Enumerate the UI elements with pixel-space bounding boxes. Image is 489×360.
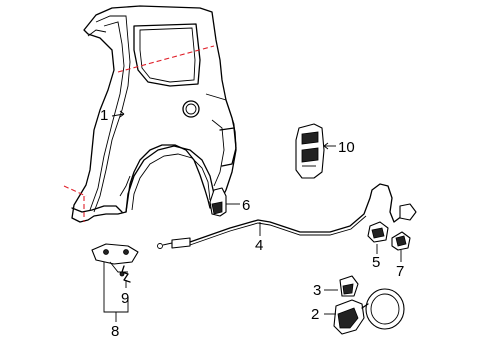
hinge-bolt-1: [103, 249, 109, 255]
window-inner-edge: [139, 27, 196, 83]
cable-tip: [399, 203, 417, 221]
rear-lamp-recess: [211, 119, 225, 187]
arch-front-lip: [119, 175, 131, 197]
cable-run: [189, 183, 403, 243]
wheel-arch-inner: [131, 153, 211, 211]
wheel-arch-edge: [125, 145, 215, 213]
cut-line-upper: [117, 45, 215, 73]
cable-handle: [171, 237, 191, 249]
clamp-part-7: [391, 231, 411, 251]
callout-9: 9: [121, 290, 129, 307]
callout-10: 10: [338, 139, 355, 156]
cap-lid-rim: [370, 293, 400, 325]
fuel-door-opening: [182, 100, 200, 118]
housing-slot-mid: [301, 147, 319, 163]
clip-part-6: [209, 187, 227, 217]
hinge-link: [109, 261, 128, 273]
callout-3: 3: [313, 282, 321, 299]
clip-base: [211, 201, 223, 215]
window-opening: [133, 23, 201, 87]
clip-3-core: [342, 283, 354, 295]
cable-end: [162, 242, 173, 246]
callout-2: 2: [311, 306, 319, 323]
housing-slot-top: [301, 131, 319, 145]
rear-lamp-bracket: [219, 127, 237, 167]
panel-outline: [71, 5, 237, 223]
callout-8: 8: [111, 323, 119, 340]
clamp-core: [395, 235, 407, 247]
hinge-bolt-2: [123, 249, 129, 255]
grommet-part-5: [367, 221, 389, 243]
spring-end: [119, 271, 125, 277]
roof-lip: [87, 29, 107, 37]
fuel-cap-part-2: [333, 288, 405, 335]
cable-run-shadow: [189, 215, 367, 246]
cap-lid: [365, 288, 405, 330]
callout-5: 5: [372, 254, 380, 271]
hinge-plate: [91, 243, 139, 265]
quarter-panel-part-1: [63, 5, 237, 223]
arrow-1: [119, 110, 125, 118]
arrow-10: [323, 142, 329, 150]
grommet-core: [371, 227, 385, 239]
cable-end-eyelet: [157, 243, 163, 249]
cap-hinge-core: [337, 307, 359, 329]
callout-labels: 1 2 3 4 5 6 7 8 9 10: [100, 107, 404, 340]
callout-7: 7: [396, 263, 404, 280]
rocker-line: [71, 205, 123, 213]
fuel-door-inner: [185, 103, 197, 115]
callout-1: 1: [100, 107, 108, 124]
pillar-strip-inner: [89, 21, 125, 211]
leader-1: [111, 113, 125, 117]
leader-lines: [103, 110, 402, 322]
callout-6: 6: [242, 197, 250, 214]
callout-4: 4: [255, 237, 263, 254]
spring-part-9: [119, 265, 131, 283]
clip-part-3: [339, 275, 359, 297]
rear-body-line: [205, 93, 237, 147]
pillar-strip-outer: [93, 15, 131, 213]
cap-arm: [361, 303, 369, 309]
fuel-filler-housing-part-10: [295, 123, 325, 179]
release-cable-part-4: [157, 183, 417, 249]
hinge-assembly-part-8: [91, 243, 139, 273]
cut-line-lower-a: [63, 185, 87, 197]
